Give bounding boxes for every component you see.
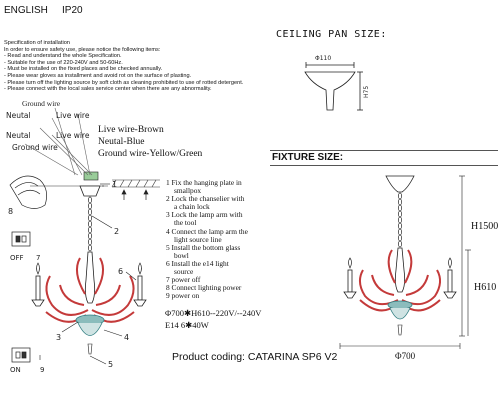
label-live-2: Live wire [56, 131, 90, 140]
step-line: 3 Lock the lamp arm with [166, 210, 243, 220]
step-line: light source line [174, 234, 222, 244]
step-line: the tool [174, 218, 197, 228]
wire-leader-lines [24, 107, 93, 176]
ceiling-pan-drawing [304, 62, 363, 111]
switch-on-box [11, 347, 31, 363]
marker-1: 1 [112, 180, 117, 189]
label-ground-wire-bottom: Ground wire [12, 143, 58, 152]
label-on: ON [10, 366, 21, 374]
marker-7: 7 [36, 254, 40, 262]
spec-line: In order to ensure safety use, please no… [4, 46, 161, 53]
arm-detail-8 [9, 175, 47, 209]
header-ip-rating: IP20 [62, 5, 83, 16]
step-line: 1 Fix the hanging plate in [166, 178, 242, 187]
label-live-1: Live wire [56, 111, 90, 120]
product-coding: Product coding: CATARINA SP6 V2 [172, 351, 338, 363]
fixture-candle-right [447, 269, 453, 293]
fixture-total-height: H1500 [471, 221, 499, 232]
marker-6: 6 [118, 267, 123, 276]
label-off: OFF [10, 254, 24, 262]
spec-title: Specification of installation [4, 40, 70, 46]
spec-line: - Please wear gloves as installment and … [4, 72, 192, 79]
step-line: 7 power off [166, 275, 201, 285]
step-line: 9 power on [166, 291, 200, 301]
specification-block: Specification of installation In order t… [4, 40, 243, 93]
step-line: 6 Install the e14 light [166, 258, 229, 268]
wire-color-legend: Live wire-Brown Neutal-Blue Ground wire-… [98, 124, 202, 160]
spec-line: - Must be installed on the fixed places … [4, 66, 163, 73]
spec-line: - Read and understand the whole Specific… [4, 53, 122, 60]
ceiling-pan-diameter: Φ110 [315, 55, 331, 62]
label-ground-wire-top: Ground wire [22, 99, 61, 108]
step-line: 8 Connect lighting power [166, 283, 242, 293]
install-chain [88, 196, 92, 252]
step-line: 2 Lock the chanselier with [166, 194, 245, 204]
install-candle-right [137, 275, 143, 301]
legend-live: Live wire-Brown [98, 125, 164, 135]
step-line: smallpox [174, 186, 202, 196]
legend-ground: Ground wire-Yellow/Green [98, 149, 203, 159]
marker-4: 4 [124, 333, 129, 342]
ceiling-pan-shape [304, 71, 356, 111]
marker-9: 9 [40, 366, 44, 374]
step-line: bowl [174, 250, 189, 260]
spec-line: - Please connect with the local sales se… [4, 86, 212, 93]
switch-off-box [11, 231, 31, 247]
marker-3: 3 [56, 333, 61, 342]
install-candle-left [35, 275, 41, 301]
legend-neutal: Neutal-Blue [98, 137, 145, 147]
electrical-spec-size-voltage: Φ700✱H610--220V/--240V [165, 308, 262, 318]
step-line: a chain lock [174, 202, 210, 212]
electrical-spec-bulbs: E14 6✱40W [165, 320, 209, 330]
spec-line: - Suitable for the use of 220-240V and 5… [4, 59, 123, 66]
step-line: 5 Install the bottom glass [166, 242, 241, 252]
header-language: ENGLISH [4, 5, 48, 16]
step-line: source [174, 267, 194, 277]
ceiling-pan-title: CEILING PAN SIZE: [276, 29, 387, 40]
fixture-divider-bottom [270, 165, 498, 166]
marker-2: 2 [114, 227, 119, 236]
fixture-diameter: Φ700 [395, 351, 416, 361]
fixture-bowl [387, 300, 413, 310]
spec-line: - Please turn off the lighting source by… [4, 79, 244, 86]
hanging-plate [79, 185, 101, 197]
step-line: 4 Connect the lamp arm the [166, 226, 248, 236]
fixture-drawing [339, 175, 471, 349]
install-arms [45, 257, 135, 323]
installation-steps: 1 Fix the hanging plate in smallpox 2 Lo… [166, 178, 248, 301]
label-neutal-1: Neutal [6, 111, 31, 120]
ceiling-pan-height: H75 [363, 86, 370, 98]
fixture-body-height: H610 [474, 282, 497, 293]
fixture-candle-left [347, 269, 353, 293]
marker-8: 8 [8, 207, 13, 216]
fixture-divider-top [270, 150, 498, 151]
fixture-size-title: FIXTURE SIZE: [272, 152, 344, 163]
marker-5: 5 [108, 360, 113, 369]
fixture-canopy [385, 175, 415, 193]
label-neutal-2: Neutal [6, 131, 31, 140]
fixture-chain [398, 192, 402, 248]
terminal-block [83, 171, 99, 181]
